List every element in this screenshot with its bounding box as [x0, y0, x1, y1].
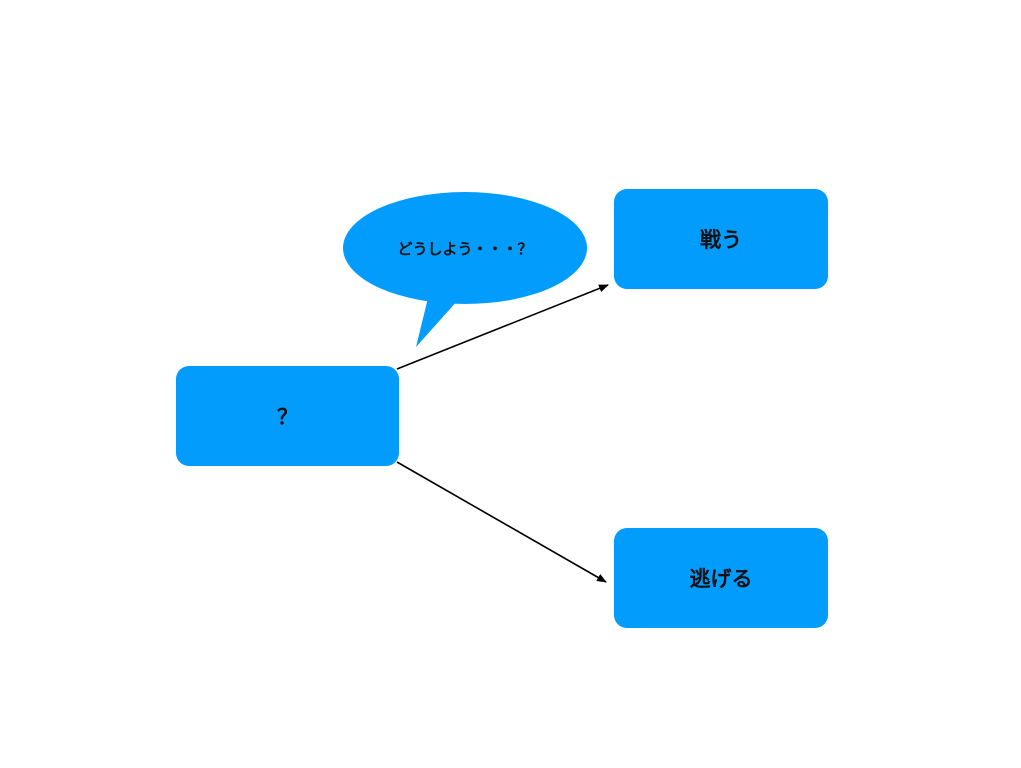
start-node: ？: [176, 366, 399, 466]
arrow-start-to-flee: [396, 461, 607, 583]
start-node-label: ？: [277, 405, 298, 429]
speech-bubble-tail: [416, 298, 458, 347]
fight-node: 戦う: [614, 189, 828, 289]
speech-bubble-body: [343, 192, 587, 304]
flee-node: 逃げる: [614, 528, 828, 628]
flee-node-label: 逃げる: [689, 567, 753, 591]
speech-bubble-text: どうしよう・・・？: [397, 239, 533, 258]
arrow-start-to-fight: [396, 284, 609, 370]
speech-bubble: [343, 192, 587, 347]
fight-node-label: 戦う: [700, 228, 742, 252]
